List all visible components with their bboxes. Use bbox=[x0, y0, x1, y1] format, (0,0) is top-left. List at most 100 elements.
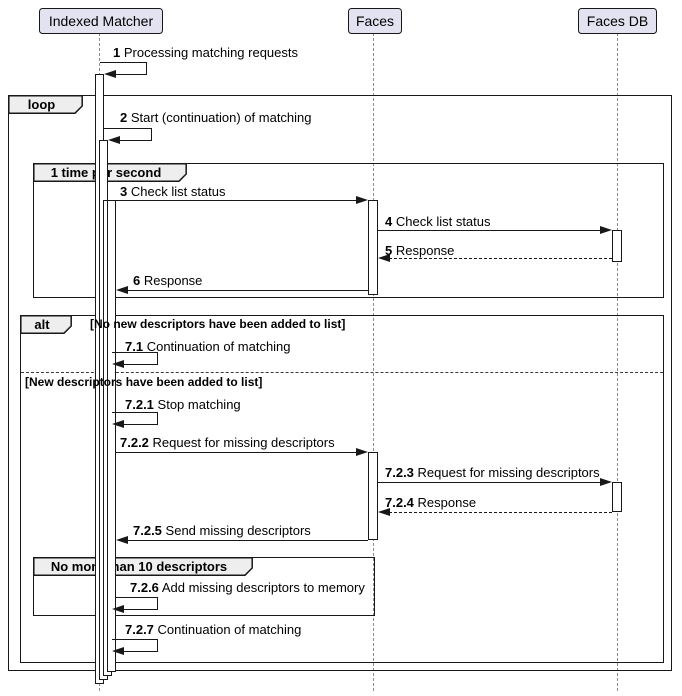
message-1-line bbox=[115, 74, 147, 75]
message-7-1-arrowhead bbox=[112, 360, 124, 368]
message-7-2-6-line bbox=[157, 597, 158, 610]
message-3-line bbox=[116, 200, 357, 201]
message-5-arrowhead bbox=[378, 254, 390, 262]
message-7-2-3-arrowhead bbox=[600, 478, 612, 486]
message-6-number: 6 bbox=[133, 273, 141, 288]
participant-faces-db: Faces DB bbox=[578, 8, 657, 34]
frame-alt-label: alt bbox=[34, 316, 50, 332]
message-7-2-1-arrowhead bbox=[112, 420, 124, 428]
message-7-2-3-number: 7.2.3 bbox=[385, 465, 414, 480]
participant-indexed-matcher: Indexed Matcher bbox=[39, 8, 163, 34]
lifeline-faces bbox=[373, 33, 374, 691]
message-1-number: 1 bbox=[113, 45, 121, 60]
message-7-2-6-number: 7.2.6 bbox=[130, 580, 159, 595]
message-7-1-number: 7.1 bbox=[125, 339, 144, 354]
message-7-2-4-label: 7.2.4 Response bbox=[385, 496, 476, 510]
message-5-line bbox=[389, 258, 612, 259]
message-5-text: Response bbox=[395, 243, 455, 258]
participant-faces: Faces bbox=[348, 8, 402, 34]
frame-limit-tab bbox=[33, 557, 253, 576]
message-1-line bbox=[146, 62, 147, 75]
message-2-label: 2 Start (continuation) of matching bbox=[120, 111, 312, 125]
frame-limit-label: No more than 10 descriptors bbox=[50, 558, 228, 574]
frame-alt-guard-1: [No new descriptors have been added to l… bbox=[90, 317, 346, 331]
message-6-line bbox=[127, 290, 368, 291]
message-4-label: 4 Check list status bbox=[385, 215, 491, 229]
message-7-1-line bbox=[157, 352, 158, 365]
message-2-text: Start (continuation) of matching bbox=[130, 110, 312, 125]
message-7-2-3-line bbox=[378, 482, 601, 483]
message-5-number: 5 bbox=[385, 243, 393, 258]
message-7-2-6-line bbox=[116, 597, 158, 598]
message-7-1-line bbox=[123, 364, 158, 365]
message-7-2-5-line bbox=[127, 540, 368, 541]
message-7-1-line bbox=[112, 352, 158, 353]
participant-faces-label: Faces bbox=[355, 13, 395, 29]
message-7-2-5-text: Send missing descriptors bbox=[165, 523, 311, 538]
frame-loop-label: loop bbox=[27, 96, 56, 112]
frame-loop-tab bbox=[8, 95, 83, 114]
message-7-2-7-line bbox=[123, 651, 158, 652]
message-7-2-5-arrowhead bbox=[116, 536, 128, 544]
frame-alt bbox=[20, 315, 664, 663]
message-7-2-4-arrowhead bbox=[378, 508, 390, 516]
message-6-arrowhead bbox=[116, 286, 128, 294]
activation-faces-2 bbox=[368, 452, 378, 540]
message-7-2-1-text: Stop matching bbox=[157, 397, 241, 412]
message-2-arrowhead bbox=[108, 136, 120, 144]
message-7-2-4-number: 7.2.4 bbox=[385, 495, 414, 510]
message-7-2-1-label: 7.2.1 Stop matching bbox=[125, 398, 241, 412]
message-3-number: 3 bbox=[120, 184, 128, 199]
message-2-line bbox=[151, 128, 152, 141]
message-7-2-7-text: Continuation of matching bbox=[157, 622, 302, 637]
message-7-2-2-line bbox=[116, 452, 357, 453]
message-2-number: 2 bbox=[120, 110, 128, 125]
message-1-arrowhead bbox=[104, 70, 116, 78]
message-7-2-1-line bbox=[112, 412, 158, 413]
message-3-label: 3 Check list status bbox=[120, 185, 226, 199]
message-2-line bbox=[119, 140, 152, 141]
participant-faces-db-label: Faces DB bbox=[586, 13, 649, 29]
message-7-2-2-arrowhead bbox=[356, 448, 368, 456]
message-7-2-2-label: 7.2.2 Request for missing descriptors bbox=[120, 436, 335, 450]
participant-indexed-matcher-label: Indexed Matcher bbox=[48, 13, 154, 29]
message-1-line bbox=[100, 62, 147, 63]
message-2-line bbox=[104, 128, 152, 129]
frame-alt-divider bbox=[21, 372, 663, 373]
message-7-2-1-line bbox=[157, 412, 158, 425]
frame-timer bbox=[33, 163, 664, 298]
frame-loop bbox=[8, 95, 672, 671]
message-7-2-6-text: Add missing descriptors to memory bbox=[161, 580, 365, 595]
message-7-2-1-line bbox=[123, 424, 158, 425]
message-7-2-4-line bbox=[389, 512, 612, 513]
message-4-arrowhead bbox=[600, 226, 612, 234]
message-7-2-6-label: 7.2.6 Add missing descriptors to memory bbox=[130, 581, 365, 595]
message-6-label: 6 Response bbox=[133, 274, 202, 288]
frame-alt-guard-2: [New descriptors have been added to list… bbox=[25, 375, 263, 389]
message-7-2-7-label: 7.2.7 Continuation of matching bbox=[125, 623, 301, 637]
frame-timer-tab bbox=[33, 163, 187, 182]
message-7-2-3-text: Request for missing descriptors bbox=[417, 465, 600, 480]
message-7-2-7-line bbox=[112, 639, 158, 640]
message-7-2-6-arrowhead bbox=[112, 605, 124, 613]
message-7-2-4-text: Response bbox=[417, 495, 477, 510]
message-6-text: Response bbox=[143, 273, 203, 288]
message-7-1-text: Continuation of matching bbox=[146, 339, 291, 354]
message-7-2-1-number: 7.2.1 bbox=[125, 397, 154, 412]
lifeline-faces-db bbox=[617, 33, 618, 691]
message-1-label: 1 Processing matching requests bbox=[113, 46, 298, 60]
activation-faces-db-1 bbox=[612, 230, 622, 262]
message-7-2-2-text: Request for missing descriptors bbox=[152, 435, 335, 450]
message-7-1-label: 7.1 Continuation of matching bbox=[125, 340, 291, 354]
message-7-2-7-number: 7.2.7 bbox=[125, 622, 154, 637]
message-3-text: Check list status bbox=[130, 184, 226, 199]
message-7-2-3-label: 7.2.3 Request for missing descriptors bbox=[385, 466, 600, 480]
message-7-2-6-line bbox=[123, 609, 158, 610]
message-7-2-7-arrowhead bbox=[112, 647, 124, 655]
message-7-2-7-line bbox=[157, 639, 158, 652]
message-4-line bbox=[378, 230, 601, 231]
message-4-number: 4 bbox=[385, 214, 393, 229]
activation-faces-1 bbox=[368, 200, 378, 295]
activation-faces-db-2 bbox=[612, 482, 622, 512]
